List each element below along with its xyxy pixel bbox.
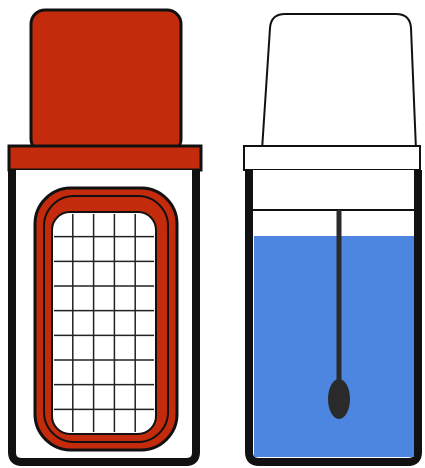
red-rim [7, 144, 203, 172]
red-cap [29, 8, 183, 155]
white-rim [243, 145, 421, 171]
liquid [254, 236, 414, 457]
right-container [243, 13, 422, 466]
white-cap [260, 13, 418, 151]
mesh-grid [54, 214, 154, 432]
swab-tip [328, 379, 350, 419]
left-container [7, 8, 203, 466]
mesh-window [51, 211, 157, 435]
